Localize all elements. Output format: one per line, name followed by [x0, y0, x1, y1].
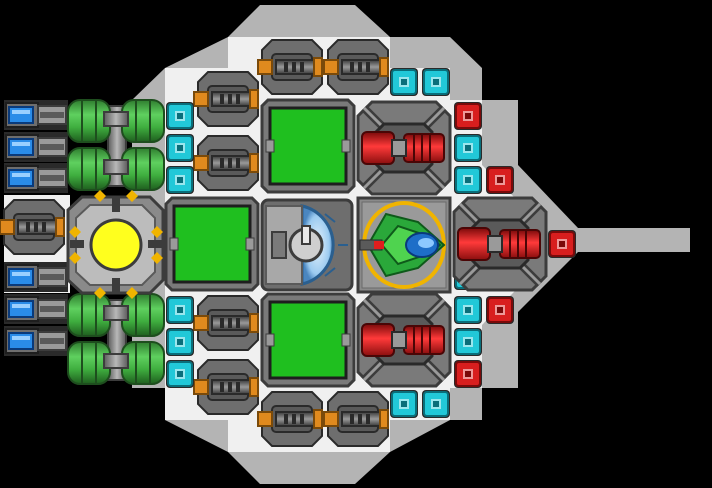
gun[interactable] — [193, 295, 259, 351]
cyan-block[interactable] — [454, 134, 482, 162]
cyan-block[interactable] — [390, 390, 418, 418]
cyan-block[interactable] — [454, 328, 482, 356]
fuel-tank[interactable] — [67, 99, 165, 191]
gun[interactable] — [257, 391, 323, 447]
gun[interactable] — [193, 359, 259, 415]
fuel-tank-group — [67, 99, 165, 385]
cyan-block[interactable] — [166, 328, 194, 356]
thruster[interactable] — [4, 262, 68, 292]
cyan-block[interactable] — [390, 68, 418, 96]
cockpit[interactable] — [356, 196, 452, 294]
armor-panel[interactable] — [164, 196, 260, 292]
cyan-block[interactable] — [454, 296, 482, 324]
cyan-block[interactable] — [166, 102, 194, 130]
reactor-core[interactable] — [66, 190, 165, 299]
fuel-tank[interactable] — [67, 293, 165, 385]
red-block[interactable] — [486, 166, 514, 194]
cyan-block[interactable] — [166, 360, 194, 388]
cyan-block[interactable] — [166, 166, 194, 194]
thruster-group — [4, 100, 68, 356]
thruster[interactable] — [4, 100, 68, 130]
gun[interactable] — [257, 39, 323, 95]
armor-panel-group — [164, 98, 356, 388]
turret[interactable] — [356, 100, 452, 196]
cyan-block[interactable] — [422, 390, 450, 418]
turret[interactable] — [356, 292, 452, 388]
red-block[interactable] — [548, 230, 576, 258]
thruster[interactable] — [4, 294, 68, 324]
gun[interactable] — [0, 199, 65, 255]
reactor-core-light — [89, 218, 143, 272]
cyan-block[interactable] — [454, 166, 482, 194]
cyan-block[interactable] — [166, 134, 194, 162]
red-block[interactable] — [454, 360, 482, 388]
gun[interactable] — [323, 39, 389, 95]
cyan-block[interactable] — [422, 68, 450, 96]
cyan-block[interactable] — [166, 296, 194, 324]
turret[interactable] — [452, 196, 548, 292]
gun[interactable] — [193, 71, 259, 127]
red-block[interactable] — [454, 102, 482, 130]
armor-panel[interactable] — [260, 98, 356, 194]
turret-group — [356, 100, 548, 388]
red-block[interactable] — [486, 296, 514, 324]
gun[interactable] — [193, 135, 259, 191]
bridge-dome[interactable] — [260, 198, 354, 292]
armor-panel[interactable] — [260, 292, 356, 388]
thruster[interactable] — [4, 326, 68, 356]
thruster[interactable] — [4, 132, 68, 162]
thruster[interactable] — [4, 163, 68, 193]
gun-group — [0, 39, 389, 447]
gun[interactable] — [323, 391, 389, 447]
